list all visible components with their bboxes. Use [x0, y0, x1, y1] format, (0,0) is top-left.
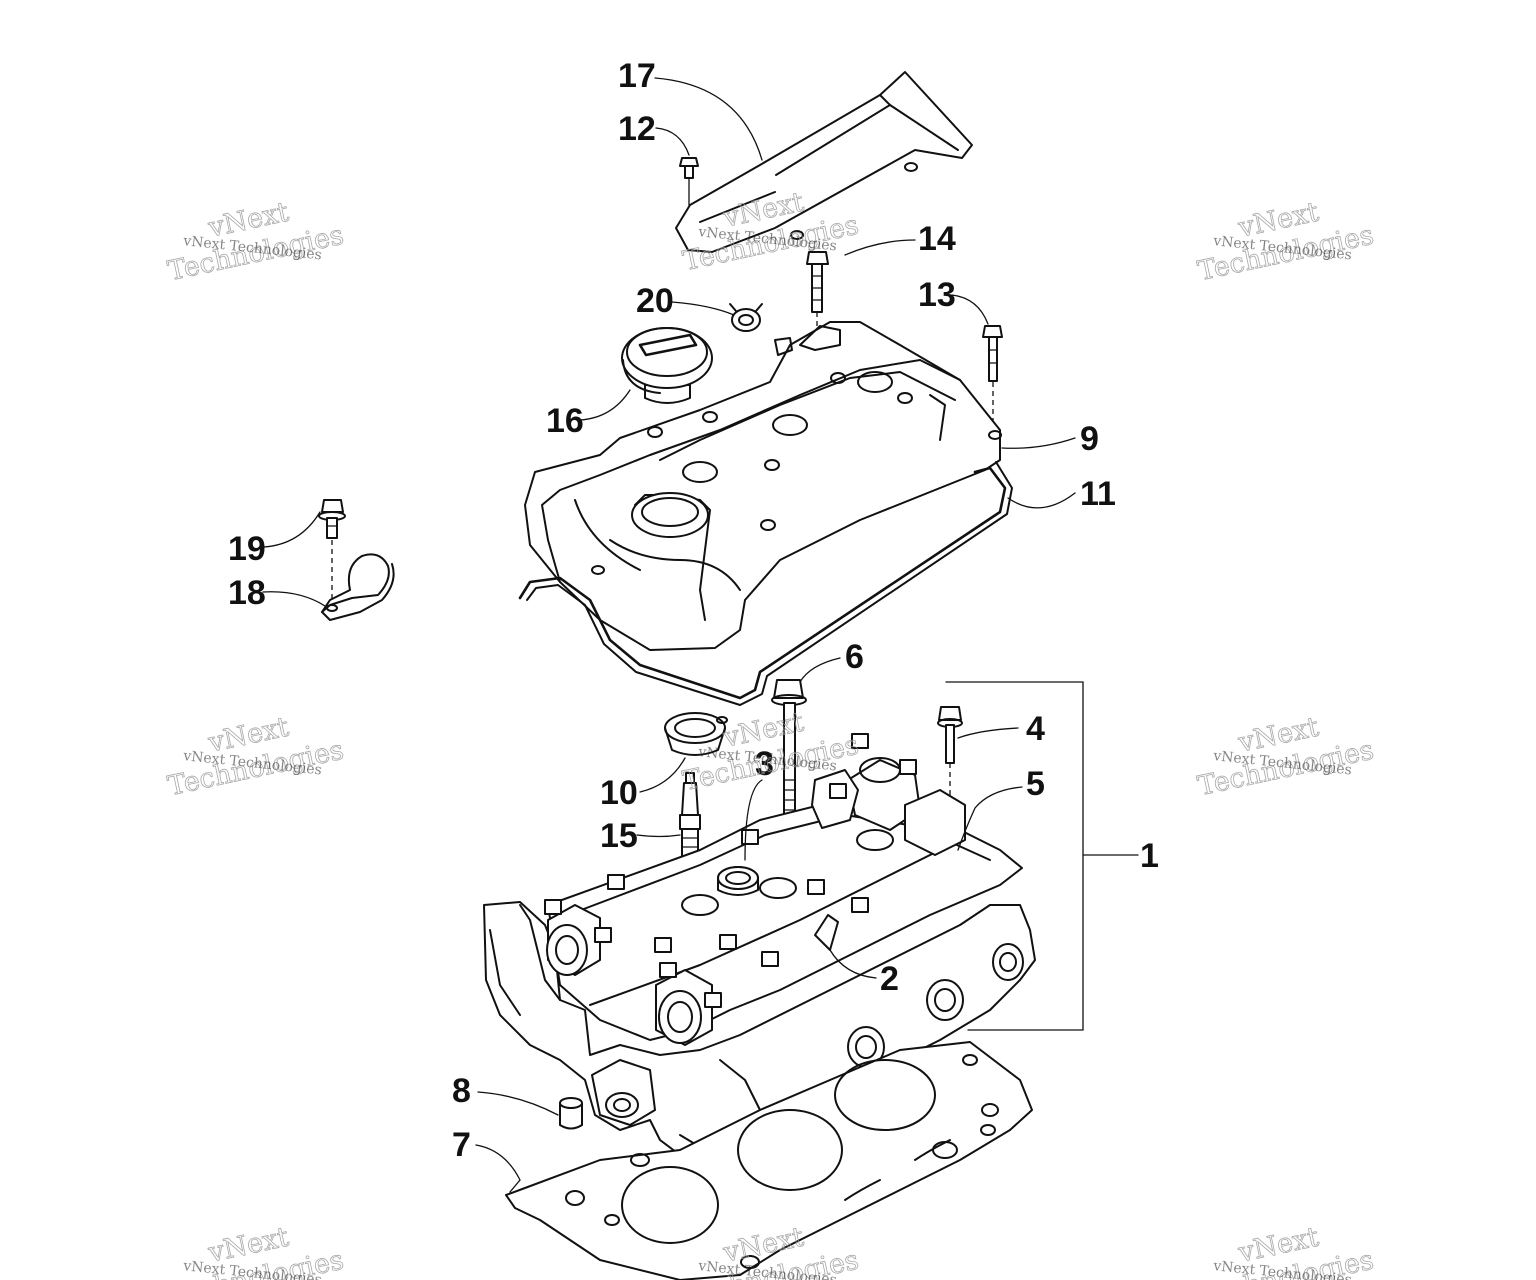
callout-2: 2 [880, 960, 899, 998]
callout-20: 20 [636, 282, 674, 320]
part-17-cover [675, 71, 973, 253]
watermarks: vNext Technologies vNext Technologies vN… [165, 186, 1377, 1280]
part-18-clamp [321, 553, 395, 621]
callout-13: 13 [918, 276, 956, 314]
callout-5: 5 [1026, 765, 1045, 803]
part-11-gasket [518, 461, 1013, 706]
callout-18: 18 [228, 574, 266, 612]
callout-16: 16 [546, 402, 584, 440]
part-10-seal [664, 712, 728, 756]
part-12-bolt [679, 157, 699, 206]
part-9-valve-cover [524, 321, 1002, 651]
callout-15: 15 [600, 817, 638, 855]
part-4-bolt [937, 706, 963, 810]
callout-numbers: 17 12 14 20 13 16 9 11 19 18 6 4 3 5 10 … [228, 57, 1159, 1164]
part-3-seal [717, 866, 759, 896]
callout-1: 1 [1140, 837, 1159, 875]
part-7-head-gasket [505, 1041, 1033, 1280]
head-bolt-heads [544, 733, 917, 1008]
part-13-bolt [982, 325, 1003, 432]
assembly-bracket [945, 681, 1139, 1031]
callout-4: 4 [1026, 710, 1045, 748]
part-20-clamp [729, 303, 763, 332]
callout-10: 10 [600, 774, 638, 812]
part-19-bolt [318, 499, 346, 600]
callout-19: 19 [228, 530, 266, 568]
leader-lines [262, 77, 1076, 1193]
part-1-cylinder-head [483, 733, 1036, 1196]
callout-7: 7 [452, 1126, 471, 1164]
part-16-oil-cap [621, 327, 713, 404]
callout-12: 12 [618, 110, 656, 148]
callout-14: 14 [918, 220, 956, 258]
part-8-dowel [559, 1097, 583, 1130]
callout-8: 8 [452, 1072, 471, 1110]
callout-3: 3 [755, 745, 774, 783]
callout-6: 6 [845, 638, 864, 676]
callout-9: 9 [1080, 420, 1099, 458]
callout-17: 17 [618, 57, 656, 95]
callout-11: 11 [1080, 475, 1116, 513]
